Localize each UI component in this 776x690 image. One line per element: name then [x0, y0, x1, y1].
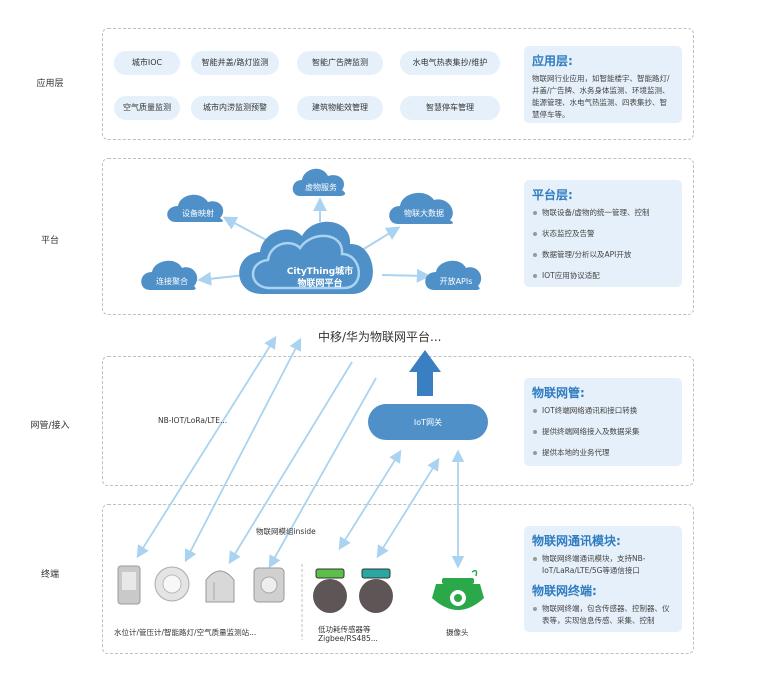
cloud-label-virtual-service: 虚物服务	[305, 183, 337, 192]
arrow-to-device-mapping	[222, 216, 271, 243]
application-panel: 应用层: 物联网行业应用，如智能楼宇、智能路灯/井盖/广告牌、水务身体监测、环境…	[524, 46, 682, 123]
cloud-device-mapping	[167, 194, 224, 222]
cloud-label-open-apis: 开放APIs	[439, 277, 473, 286]
small-clouds	[141, 168, 482, 290]
platform-panel: 平台层: 物联设备/虚物的统一管理、控制 状态监控及告警 数据管理/分析以及AP…	[524, 180, 682, 287]
app-item[interactable]: 智能广告牌监测	[297, 51, 383, 75]
direct-connection-arrows	[136, 335, 465, 569]
cloud-connection-aggregation	[141, 260, 198, 290]
platform-layer-box	[102, 158, 694, 315]
layer-label-network: 网管/接入	[30, 421, 70, 431]
platform-bullet: IOT应用协议适配	[532, 270, 674, 282]
arrow-to-big-data	[361, 226, 401, 251]
terminal-panel: 物联网通讯模块: 物联网终端通讯模块，支持NB-IoT/LaRa/LTE/5G等…	[524, 526, 682, 632]
app-item[interactable]: 水电气热表集抄/维护	[400, 51, 500, 75]
device-pressure-meter	[154, 566, 190, 602]
device-smart-streetlight	[205, 570, 235, 603]
app-item[interactable]: 建筑物能效管理	[297, 96, 383, 120]
upload-arrow	[409, 350, 441, 396]
network-panel: 物联网管: IOT终端网络通讯和接口转换 提供终端网络接入及数据采集 提供本地的…	[524, 378, 682, 466]
cloud-label-device-mapping: 设备映射	[182, 209, 214, 218]
network-bullet: 提供本地的业务代理	[532, 447, 674, 459]
application-layer-box	[102, 28, 694, 140]
terminal-group2-caption-line2: Zigbee/RS485...	[318, 634, 378, 643]
cloud-big-data	[389, 192, 454, 224]
device-low-power-sensor-2	[359, 568, 393, 613]
arrow-to-connection-aggregation	[197, 271, 246, 286]
external-platform-label: 中移/华为物联网平台...	[318, 330, 442, 344]
app-item[interactable]: 城市IOC	[114, 51, 180, 75]
device-low-power-sensor-1	[313, 568, 347, 613]
application-panel-text: 物联网行业应用，如智能楼宇、智能路灯/井盖/广告牌、水务身体监测、环境监测、能源…	[532, 74, 670, 119]
cloud-label-big-data: 物联大数据	[404, 209, 444, 218]
device-water-meter	[117, 565, 141, 605]
terminal-bullet-device: 物联网终端，包含传感器、控制器、仪表等，实现信息传感、采集、控制	[532, 603, 674, 627]
network-bullet: IOT终端网络通讯和接口转换	[532, 405, 674, 417]
terminal-bullet-module: 物联网终端通讯模块，支持NB-IoT/LaRa/LTE/5G等通信接口	[532, 553, 674, 577]
app-item[interactable]: 智能井盖/路灯监测	[191, 51, 279, 75]
camera-caption: 摄像头	[446, 628, 469, 637]
arrow-to-open-apis	[381, 268, 431, 283]
app-item[interactable]: 空气质量监测	[114, 96, 180, 120]
layer-label-platform: 平台	[40, 236, 59, 246]
app-item[interactable]: 城市内涝监测预警	[191, 96, 279, 120]
terminal-group1-caption: 水位计/管压计/智能路灯/空气质量监测站...	[114, 628, 257, 637]
layer-label-terminal: 终端	[40, 570, 59, 580]
central-platform-line1: CityThing城市	[286, 267, 354, 277]
app-item[interactable]: 智慧停车管理	[400, 96, 500, 120]
central-cloud	[239, 221, 373, 294]
cloud-virtual-service	[292, 168, 346, 196]
iot-gateway-label: IoT网关	[413, 418, 443, 427]
central-platform-line2: 物联网平台	[297, 279, 343, 289]
cloud-open-apis	[425, 260, 482, 290]
terminal-group2-caption-line1: 低功耗传感器等	[318, 625, 371, 634]
cloud-label-connection-aggregation: 连接聚合	[156, 277, 188, 286]
iot-gateway-shape	[368, 404, 488, 440]
platform-bullet: 数据管理/分析以及API开放	[532, 249, 674, 261]
terminal-panel-title-device: 物联网终端:	[532, 584, 597, 598]
device-camera	[432, 569, 484, 610]
platform-bullet: 状态监控及告警	[532, 228, 674, 240]
application-panel-title: 应用层:	[532, 54, 573, 68]
terminal-panel-title-module: 物联网通讯模块:	[532, 534, 621, 548]
network-panel-title: 物联网管:	[532, 386, 585, 400]
layer-label-application: 应用层	[36, 79, 64, 89]
network-bullet: 提供终端网络接入及数据采集	[532, 426, 674, 438]
platform-bullet: 物联设备/虚物的统一管理、控制	[532, 207, 674, 219]
module-inside-label: 物联网模组inside	[256, 527, 316, 536]
protocol-label: NB-IOT/LoRa/LTE...	[158, 416, 228, 425]
platform-arrows	[197, 197, 431, 286]
platform-panel-title: 平台层:	[532, 188, 573, 202]
device-air-quality-station	[253, 567, 285, 603]
